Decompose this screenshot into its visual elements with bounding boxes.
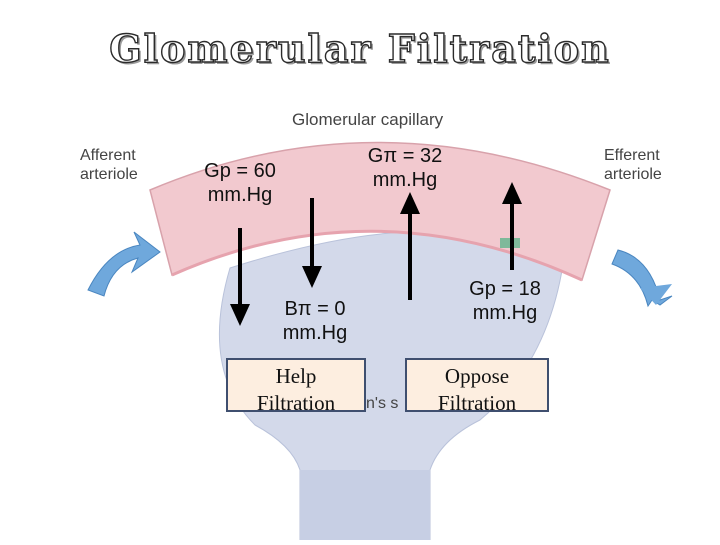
force-arrows [230, 182, 522, 326]
gp-out-label: Gp = 18 mm.Hg [450, 278, 560, 325]
capillary-wall-line [171, 229, 583, 282]
oppose-box-line1: Oppose [444, 364, 510, 388]
g-pi-value: Gπ = 32 [367, 145, 443, 167]
oppose-filtration-box: Oppose Filtration [405, 358, 549, 415]
efferent-label: Efferent arteriole [604, 146, 662, 184]
help-box-line2: Filtration [256, 390, 336, 415]
gp-in-value: Gp = 60 [204, 160, 276, 182]
afferent-flow-arrow [87, 231, 161, 297]
afferent-label-line1: Afferent [80, 147, 136, 164]
efferent-label-line2: arteriole [604, 166, 662, 184]
capillary-label-text: Glomerular capillary [292, 110, 444, 129]
gp-in-arrow-head [230, 304, 250, 326]
efferent-label-line1: Efferent [604, 147, 660, 164]
afferent-label: Afferent arteriole [80, 146, 138, 184]
b-pi-arrow-head [302, 266, 322, 288]
gp-in-label: Gp = 60 mm.Hg [190, 160, 290, 207]
g-pi-unit: mm.Hg [372, 168, 438, 191]
help-box-line1: Help [275, 364, 317, 388]
efferent-flow-arrow [611, 249, 673, 308]
capsule-fragment-label: n's s [366, 394, 398, 413]
page-title: Glomerular Filtration [109, 25, 611, 71]
b-pi-unit: mm.Hg [282, 321, 348, 344]
b-pi-label: Bπ = 0 mm.Hg [265, 298, 365, 345]
gp-in-unit: mm.Hg [207, 183, 273, 206]
capsule-fragment-text: n's s [366, 395, 399, 412]
gp-out-arrow-head [502, 182, 522, 204]
help-filtration-box: Help Filtration [226, 358, 366, 415]
capsule-inner-shading [300, 470, 430, 540]
g-pi-label: Gπ = 32 mm.Hg [345, 145, 465, 192]
capillary-label: Glomerular capillary [292, 110, 443, 130]
efferent-flow-arrow-head [640, 284, 672, 305]
g-pi-arrow-head [400, 192, 420, 214]
gp-out-value: Gp = 18 [469, 278, 541, 300]
b-pi-value: Bπ = 0 [284, 298, 346, 320]
oppose-box-line2: Filtration [437, 390, 517, 415]
afferent-label-line2: arteriole [80, 166, 138, 184]
gp-out-unit: mm.Hg [472, 301, 538, 324]
